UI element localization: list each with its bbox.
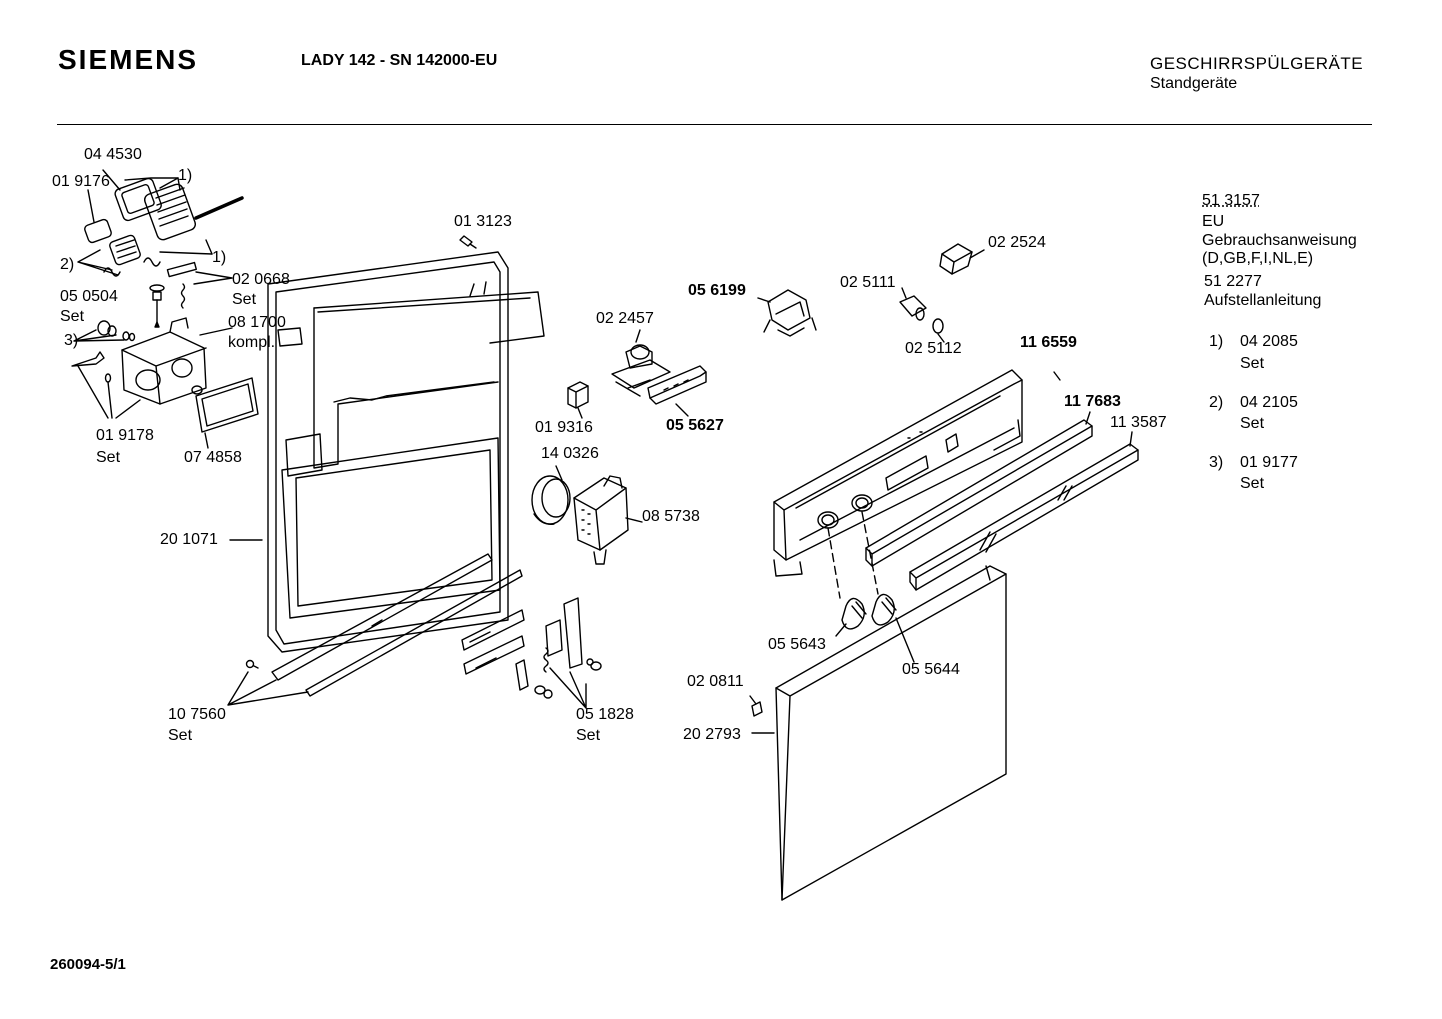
part-label-013123: 01 3123 — [454, 213, 512, 230]
fascia-113587 — [910, 432, 1138, 590]
dispenser-unit-081700 — [122, 318, 232, 404]
doc-title-manual: Gebrauchsanweisung — [1202, 232, 1357, 249]
part-label-113587: 11 3587 — [1110, 414, 1167, 431]
bracket-022457 — [612, 330, 670, 396]
ref-label-3: 3) — [64, 332, 79, 349]
doc-region: EU — [1202, 213, 1225, 230]
part-label-055643: 05 5643 — [768, 636, 826, 653]
spring-025111 — [900, 288, 944, 342]
connector-022524 — [940, 244, 984, 274]
mount-055627 — [648, 366, 706, 416]
set-ref-3: 3) — [1209, 454, 1224, 471]
set-part-2: 04 2105 — [1240, 394, 1298, 411]
control-panel-116559 — [774, 370, 1060, 576]
part-label-055627: 05 5627 — [666, 417, 724, 434]
set-note-1: Set — [1240, 355, 1265, 372]
part-label-107560: 10 7560 — [168, 706, 226, 723]
part-label-117683: 11 7683 — [1064, 393, 1121, 410]
set-ref-1: 1) — [1209, 333, 1224, 350]
part-label-081700: 08 1700 — [228, 314, 286, 331]
doc-number-install: 51 2277 — [1204, 273, 1262, 290]
part-label-074858: 07 4858 — [184, 449, 242, 466]
bottom-rails — [228, 554, 522, 705]
ref-label-1b: 1) — [212, 249, 227, 266]
part-label-019176: 01 9176 — [52, 173, 110, 190]
part-label-019178-set: Set — [96, 449, 121, 466]
part-label-107560-set: Set — [168, 727, 193, 744]
set-part-1: 04 2085 — [1240, 333, 1298, 350]
part-label-201071: 20 1071 — [160, 531, 218, 548]
part-label-020668: 02 0668 — [232, 271, 290, 288]
document-id: 260094-5/1 — [50, 956, 126, 973]
strip-117683 — [866, 412, 1092, 566]
brand-logo: SIEMENS — [58, 44, 199, 75]
wheel-140326 — [532, 466, 570, 524]
outer-door-panel — [750, 566, 1006, 900]
set-note-3: Set — [1240, 475, 1265, 492]
part-label-140326: 14 0326 — [541, 445, 599, 462]
part-label-022524: 02 2524 — [988, 234, 1046, 251]
part-label-025111: 02 5111 — [840, 274, 896, 291]
model-title: LADY 142 - SN 142000-EU — [301, 52, 498, 69]
part-label-050504: 05 0504 — [60, 288, 118, 305]
hinge-brackets — [462, 598, 601, 708]
timer-085738 — [574, 476, 642, 564]
subcategory-title: Standgeräte — [1150, 75, 1238, 92]
set-ref-2: 2) — [1209, 394, 1224, 411]
part-label-019316: 01 9316 — [535, 419, 593, 436]
hinge-056199 — [758, 290, 816, 336]
part-label-051828-set: Set — [576, 727, 601, 744]
ref-label-1a: 1) — [178, 167, 193, 184]
ref-label-2: 2) — [60, 256, 75, 273]
doc-number-manual: 51 3157 — [1202, 192, 1260, 209]
fastener-group — [72, 263, 232, 418]
doc-languages: (D,GB,F,I,NL,E) — [1202, 250, 1314, 267]
part-label-202793: 20 2793 — [683, 726, 741, 743]
vent-cover-group — [78, 170, 242, 276]
part-label-019178: 01 9178 — [96, 427, 154, 444]
part-label-050504-set: Set — [60, 308, 85, 325]
part-label-020668-set: Set — [232, 291, 257, 308]
set-note-2: Set — [1240, 415, 1265, 432]
part-label-116559: 11 6559 — [1020, 334, 1077, 351]
part-label-081700-kompl: kompl. — [228, 334, 276, 351]
inner-door-panel — [230, 236, 544, 652]
part-label-056199: 05 6199 — [688, 282, 746, 299]
part-label-085738: 08 5738 — [642, 508, 700, 525]
part-label-025112: 02 5112 — [905, 340, 962, 357]
set-part-3: 01 9177 — [1240, 454, 1298, 471]
switch-019316 — [568, 382, 588, 418]
part-label-051828: 05 1828 — [576, 706, 634, 723]
header-divider — [57, 124, 1372, 125]
knobs-055643-055644 — [828, 512, 914, 662]
seal-frame-074858 — [196, 378, 258, 448]
part-label-044530: 04 4530 — [84, 146, 142, 163]
doc-title-install: Aufstellanleitung — [1204, 292, 1322, 309]
part-label-055644: 05 5644 — [902, 661, 960, 678]
part-label-020811: 02 0811 — [687, 673, 744, 690]
part-label-022457: 02 2457 — [596, 310, 654, 327]
category-title: GESCHIRRSPÜLGERÄTE — [1150, 54, 1364, 73]
